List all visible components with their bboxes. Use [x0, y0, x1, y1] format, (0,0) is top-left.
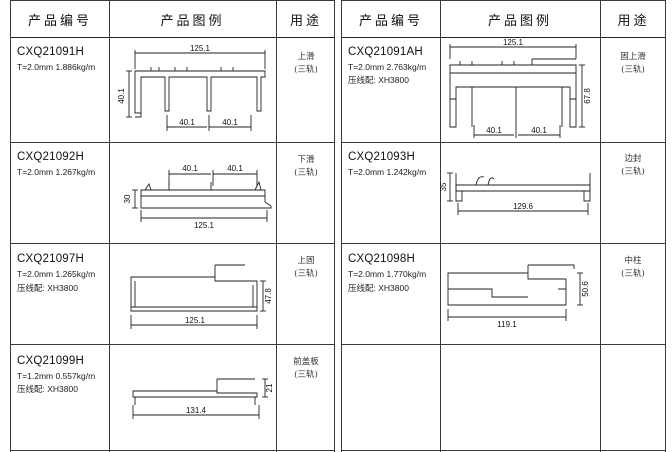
column-divider — [440, 1, 441, 452]
product-usage: 上固 — [297, 256, 315, 266]
dimension-height: 67.8 — [583, 88, 592, 104]
product-usage: 前盖板 — [293, 357, 319, 367]
dimension-b: 40.1 — [222, 118, 238, 127]
dimension-height: 40.1 — [117, 88, 126, 104]
dimension-b: 40.1 — [227, 164, 243, 173]
product-code: CXQ21099H — [17, 355, 85, 367]
product-usage-note: (三轨) — [294, 370, 318, 380]
header-product-drawing: 产品图例 — [487, 13, 552, 29]
product-code: CXQ21092H — [17, 151, 85, 163]
product-spec: T=2.0mm 1.267kg/m — [17, 167, 96, 177]
product-spec: T=2.0mm 1.770kg/m — [348, 269, 427, 279]
product-usage: 上滑 — [297, 52, 315, 62]
product-note: 压线配: XH3800 — [17, 283, 78, 293]
product-usage-note: (三轨) — [621, 65, 645, 75]
column-divider — [276, 1, 277, 452]
product-usage-note: (三轨) — [621, 167, 645, 177]
profile-drawing: 47.8 125.1 — [111, 247, 275, 342]
product-usage-note: (三轨) — [621, 269, 645, 279]
dimension-b: 40.1 — [531, 126, 547, 135]
row-divider — [342, 142, 665, 143]
row-divider — [11, 450, 334, 451]
product-spec: T=2.0mm 1.265kg/m — [17, 269, 96, 279]
header-product-code: 产品编号 — [358, 13, 423, 29]
header-product-drawing: 产品图例 — [160, 13, 225, 29]
dimension-width: 125.1 — [185, 316, 206, 325]
row-divider — [342, 450, 665, 451]
row-divider — [11, 243, 334, 244]
profile-drawing: 35 129.6 — [439, 151, 600, 241]
dimension-a: 40.1 — [182, 164, 198, 173]
dimension-a: 40.1 — [486, 126, 502, 135]
product-code: CXQ21091AH — [348, 46, 423, 58]
profile-drawing: 40.1 40.1 30 125.1 — [111, 146, 275, 241]
dimension-width: 125.1 — [503, 38, 524, 47]
dimension-a: 40.1 — [179, 118, 195, 127]
dimension-height: 50.6 — [581, 281, 590, 297]
product-table-left: 产品编号 产品图例 用途 CXQ21091H T=2.0mm 1.886kg/m… — [10, 0, 335, 452]
product-usage-note: (三轨) — [294, 65, 318, 75]
dimension-height: 47.8 — [264, 288, 273, 304]
header-usage: 用途 — [617, 13, 650, 29]
product-code: CXQ21091H — [17, 46, 85, 58]
dimension-width: 125.1 — [190, 44, 211, 53]
dimension-width: 125.1 — [194, 221, 215, 230]
header-divider — [11, 37, 334, 38]
column-divider — [600, 1, 601, 452]
product-spec: T=2.0mm 1.242kg/m — [348, 167, 427, 177]
column-divider — [109, 1, 110, 452]
profile-drawing: 21 131.4 — [111, 351, 275, 441]
row-divider — [11, 344, 334, 345]
product-spec: T=1.2mm 0.557kg/m — [17, 371, 96, 381]
profile-drawing: 125.1 40.1 40.1 40.1 — [111, 41, 275, 139]
product-usage-note: (三轨) — [294, 269, 318, 279]
product-note: 压线配: XH3800 — [17, 384, 78, 394]
product-code: CXQ21098H — [348, 253, 416, 265]
dimension-width: 119.1 — [497, 320, 517, 329]
product-usage: 固上滑 — [620, 52, 646, 62]
header-usage: 用途 — [289, 13, 322, 29]
product-code: CXQ21097H — [17, 253, 85, 265]
row-divider — [342, 344, 665, 345]
product-code: CXQ21093H — [348, 151, 416, 163]
product-spec: T=2.0mm 1.886kg/m — [17, 62, 96, 72]
product-usage-note: (三轨) — [294, 168, 318, 178]
product-usage: 中柱 — [624, 256, 642, 266]
row-divider — [342, 243, 665, 244]
header-product-code: 产品编号 — [27, 13, 92, 29]
product-usage: 边封 — [624, 154, 642, 164]
row-divider — [11, 142, 334, 143]
dimension-height: 35 — [439, 182, 448, 191]
product-spec: T=2.0mm 2.763kg/m — [348, 62, 427, 72]
profile-drawing: 50.6 119.1 — [442, 249, 600, 344]
dimension-height: 21 — [265, 383, 274, 392]
dimension-width: 129.6 — [513, 202, 534, 211]
header-divider — [342, 37, 665, 38]
profile-drawing: 125.1 67.8 40.1 40.1 — [442, 38, 600, 139]
product-usage: 下滑 — [297, 155, 315, 165]
product-note: 压线配: XH3800 — [348, 75, 409, 85]
product-table-right: 产品编号 产品图例 用途 CXQ21091AH T=2.0mm 2.763kg/… — [341, 0, 666, 452]
dimension-width: 131.4 — [186, 406, 207, 415]
dimension-height: 30 — [123, 194, 132, 203]
product-note: 压线配: XH3800 — [348, 283, 409, 293]
